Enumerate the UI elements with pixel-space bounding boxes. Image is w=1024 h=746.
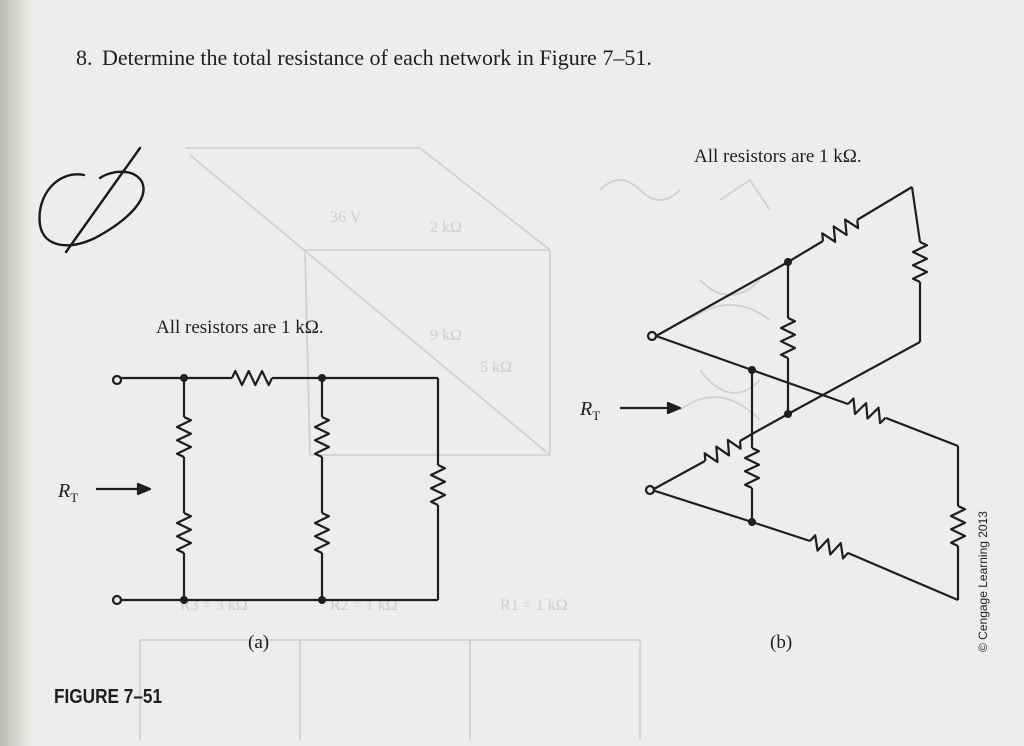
rt-label-a: RT	[58, 480, 78, 506]
rt-label-b: RT	[580, 398, 600, 424]
rt-subscript: T	[592, 408, 601, 423]
svg-text:R1 = 1 kΩ: R1 = 1 kΩ	[500, 597, 568, 614]
wire	[651, 488, 753, 524]
wire	[885, 416, 959, 448]
wire	[787, 341, 921, 415]
svg-text:R2 = 1 kΩ: R2 = 1 kΩ	[330, 597, 398, 614]
scan-shadow-edge	[0, 0, 34, 746]
wire	[751, 413, 789, 435]
wire	[651, 460, 706, 491]
resistor-rb8	[806, 533, 852, 561]
terminal-a-top	[111, 374, 123, 386]
arrowhead-icon	[136, 482, 152, 496]
subfigure-label-b: (b)	[770, 632, 793, 653]
resistor-rb4	[844, 396, 890, 426]
junction-dot	[180, 374, 188, 382]
svg-text:36 V: 36 V	[330, 209, 362, 226]
wire	[751, 520, 811, 543]
junction-dot	[318, 596, 326, 604]
resistor-r1	[230, 369, 274, 387]
problem-statement: 8. Determine the total resistance of eac…	[76, 45, 652, 71]
subfigure-label-a: (a)	[248, 632, 270, 653]
resistor-r2	[175, 415, 193, 459]
svg-text:9 kΩ: 9 kΩ	[430, 327, 462, 344]
svg-text:R3 = 3 kΩ: R3 = 3 kΩ	[180, 597, 248, 614]
resistor-r4	[313, 415, 331, 459]
junction-dot	[784, 258, 792, 266]
wire	[856, 186, 913, 221]
svg-text:2 kΩ: 2 kΩ	[430, 219, 462, 236]
resistor-rb3	[779, 316, 797, 360]
junction-dot	[784, 410, 792, 418]
svg-text:5 kΩ: 5 kΩ	[480, 359, 512, 376]
circuit-a-diagram	[96, 369, 447, 606]
problem-text: Determine the total resistance of each n…	[102, 45, 652, 70]
terminal-b-top	[646, 330, 658, 342]
terminal-a-bottom	[111, 594, 123, 606]
circuit-b-diagram	[620, 186, 967, 602]
junction-dot	[748, 366, 756, 374]
rt-subscript: T	[70, 490, 79, 505]
wire	[739, 433, 753, 442]
resistor-rb7	[743, 446, 761, 490]
resistor-rb2	[911, 240, 929, 284]
circuit-b-note: All resistors are 1 kΩ.	[694, 146, 862, 167]
resistor-r3	[175, 511, 193, 555]
resistor-rb1	[818, 213, 862, 249]
rt-symbol: R	[580, 398, 593, 420]
wire	[787, 240, 824, 263]
resistor-rb6	[700, 433, 745, 469]
resistor-rb5	[949, 504, 967, 548]
figure-caption: FIGURE 7–51	[54, 686, 163, 708]
wire	[910, 186, 922, 243]
wire	[847, 551, 959, 602]
problem-number: 8.	[76, 45, 93, 70]
copyright-notice: © Cengage Learning 2013	[976, 511, 990, 652]
rt-symbol: R	[58, 480, 71, 502]
wire	[655, 261, 789, 337]
junction-dot	[748, 518, 756, 526]
handwritten-checkmark-icon	[38, 146, 145, 254]
junction-dot	[180, 596, 188, 604]
wire	[655, 334, 753, 372]
junction-dot	[318, 374, 326, 382]
circuit-a-note: All resistors are 1 kΩ.	[156, 317, 324, 338]
resistor-r5	[313, 511, 331, 555]
terminal-b-bottom	[644, 484, 656, 496]
wire	[751, 368, 849, 406]
arrowhead-icon	[666, 401, 682, 415]
resistor-r6	[429, 463, 447, 507]
